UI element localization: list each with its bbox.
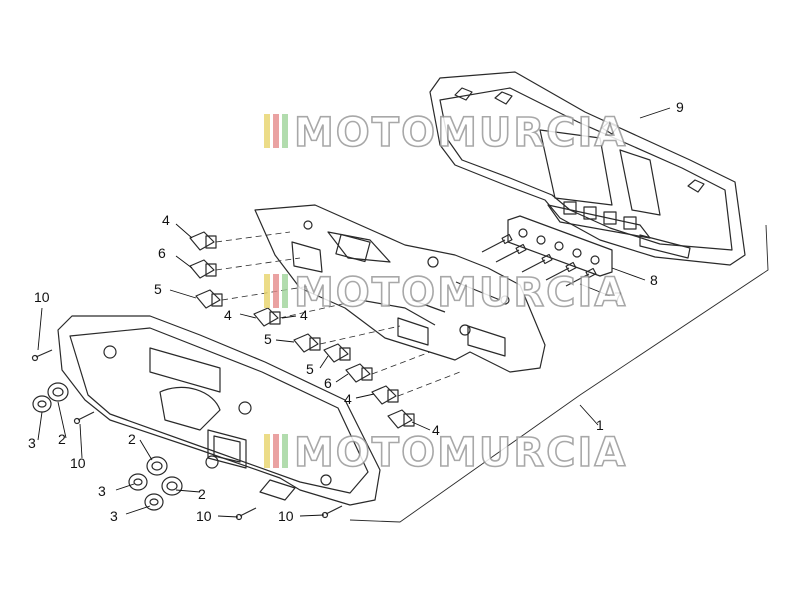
callout-2: 2 [128, 431, 136, 447]
callout-4: 4 [344, 391, 352, 407]
callout-1: 1 [596, 417, 604, 433]
lamp-sockets [189, 231, 415, 429]
switch-panel-part-8 [507, 215, 613, 277]
callout-4: 4 [300, 307, 308, 323]
screws-part-7 [481, 233, 597, 287]
screws-part-10 [31, 349, 343, 521]
watermark-bottom: MOTOMURCIA [264, 429, 627, 477]
callout-2: 2 [58, 431, 66, 447]
callout-3: 3 [110, 508, 118, 524]
callout-10: 10 [278, 508, 294, 524]
leader-lines [37, 107, 671, 518]
callout-5: 5 [154, 281, 162, 297]
svg-text:MOTOMURCIA: MOTOMURCIA [294, 430, 627, 476]
watermark-top: MOTOMURCIA [264, 109, 627, 157]
callout-3: 3 [28, 435, 36, 451]
callout-5: 5 [264, 331, 272, 347]
callout-10: 10 [196, 508, 212, 524]
callout-5: 5 [306, 361, 314, 377]
callout-3: 3 [98, 483, 106, 499]
callout-9: 9 [676, 99, 684, 115]
callout-6: 6 [158, 245, 166, 261]
grommets-and-nuts [32, 382, 183, 511]
upper-cover-part-9 [429, 71, 746, 266]
callout-4: 4 [224, 307, 232, 323]
lower-housing [57, 315, 381, 506]
callout-8: 8 [650, 272, 658, 288]
alignment-lines [215, 231, 461, 397]
callout-7: 7 [614, 289, 622, 305]
svg-text:MOTOMURCIA: MOTOMURCIA [294, 270, 627, 316]
svg-text:MOTOMURCIA: MOTOMURCIA [294, 110, 627, 156]
callout-10: 10 [70, 455, 86, 471]
callout-2: 2 [198, 486, 206, 502]
callout-4: 4 [432, 422, 440, 438]
assembly-bracket [349, 224, 769, 523]
callout-6: 6 [324, 375, 332, 391]
circuit-board [254, 204, 546, 373]
callout-4: 4 [162, 212, 170, 228]
watermark-middle: MOTOMURCIA [264, 269, 627, 317]
callout-10: 10 [34, 289, 50, 305]
